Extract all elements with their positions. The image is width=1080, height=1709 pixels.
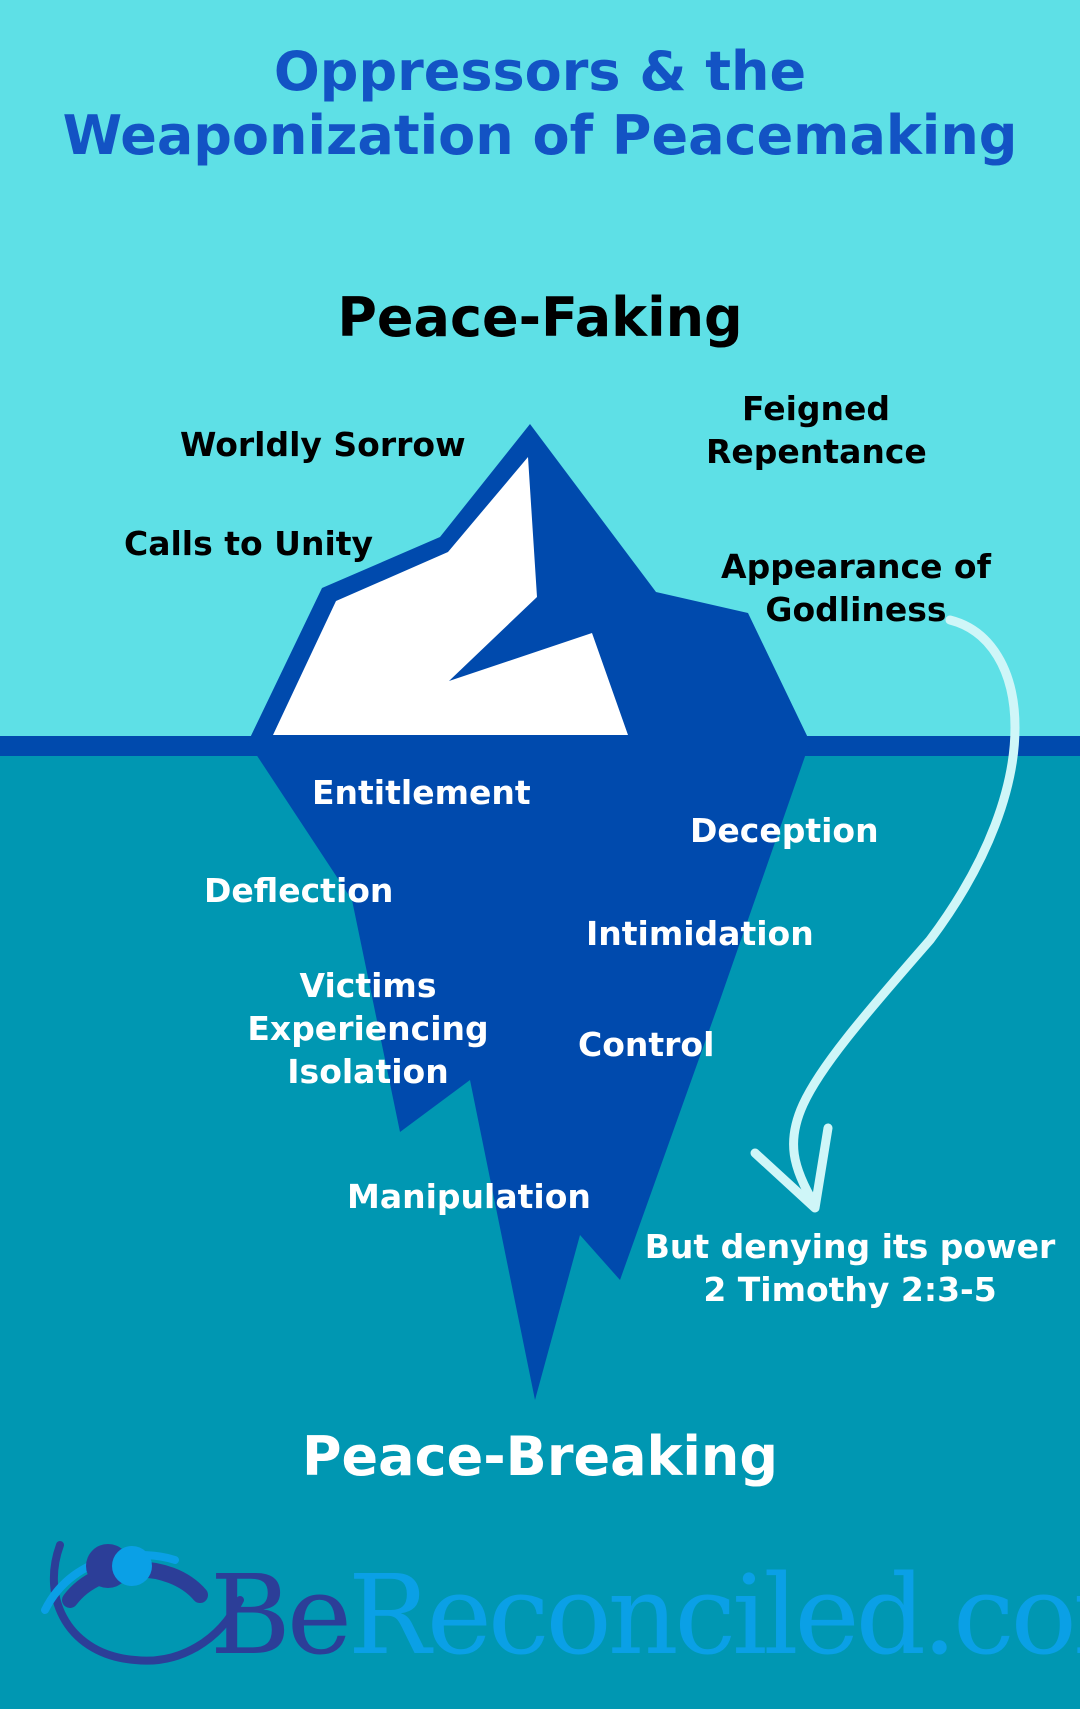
title-line-2: Weaponization of Peacemaking (62, 104, 1018, 167)
label-deflection: Deflection (204, 871, 394, 910)
label-deception: Deception (690, 811, 879, 850)
label-calls-to-unity: Calls to Unity (124, 524, 374, 563)
label-entitlement: Entitlement (312, 773, 531, 812)
label-intimidation: Intimidation (586, 914, 814, 953)
label-feigned-repentance: Feigned Repentance (706, 388, 927, 474)
logo-be: Be (210, 1551, 352, 1679)
arrow-note-line-1: But denying its power (644, 1227, 1056, 1266)
feigned-repentance-line-1: Feigned (741, 389, 891, 428)
appearance-line-2: Godliness (765, 589, 947, 629)
peace-breaking-heading: Peace-Breaking (301, 1425, 779, 1488)
arrow-shaft (789, 615, 1020, 1210)
peace-faking-heading: Peace-Faking (337, 286, 743, 349)
label-manipulation: Manipulation (347, 1177, 591, 1216)
page-title: Oppressors & the Weaponization of Peacem… (0, 40, 1080, 168)
logo-wordmark[interactable]: BeReconciled.com (210, 1555, 1080, 1675)
appearance-line-1: Appearance of (721, 547, 991, 586)
arrow-note-line-2: 2 Timothy 2:3-5 (703, 1269, 997, 1309)
victims-line-3: Isolation (287, 1051, 449, 1091)
logo-reconciled: Reconciled.com (347, 1551, 1080, 1679)
victims-line-1: Victims (299, 966, 437, 1005)
person-logo-icon (41, 1541, 244, 1665)
arrow-note: But denying its power 2 Timothy 2:3-5 (640, 1226, 1060, 1312)
title-line-1: Oppressors & the (273, 40, 807, 103)
iceberg-icon (248, 424, 810, 1400)
curved-arrow-icon (750, 615, 1020, 1213)
label-worldly-sorrow: Worldly Sorrow (180, 425, 466, 464)
feigned-repentance-line-2: Repentance (706, 431, 927, 471)
logo-head-light (112, 1546, 152, 1586)
arrow-head (750, 1123, 833, 1213)
label-victims-isolation: Victims Experiencing Isolation (238, 965, 498, 1094)
label-appearance-of-godliness: Appearance of Godliness (716, 546, 996, 632)
iceberg-snow-cap (273, 457, 628, 735)
victims-line-2: Experiencing (247, 1008, 489, 1048)
label-control: Control (578, 1025, 715, 1064)
